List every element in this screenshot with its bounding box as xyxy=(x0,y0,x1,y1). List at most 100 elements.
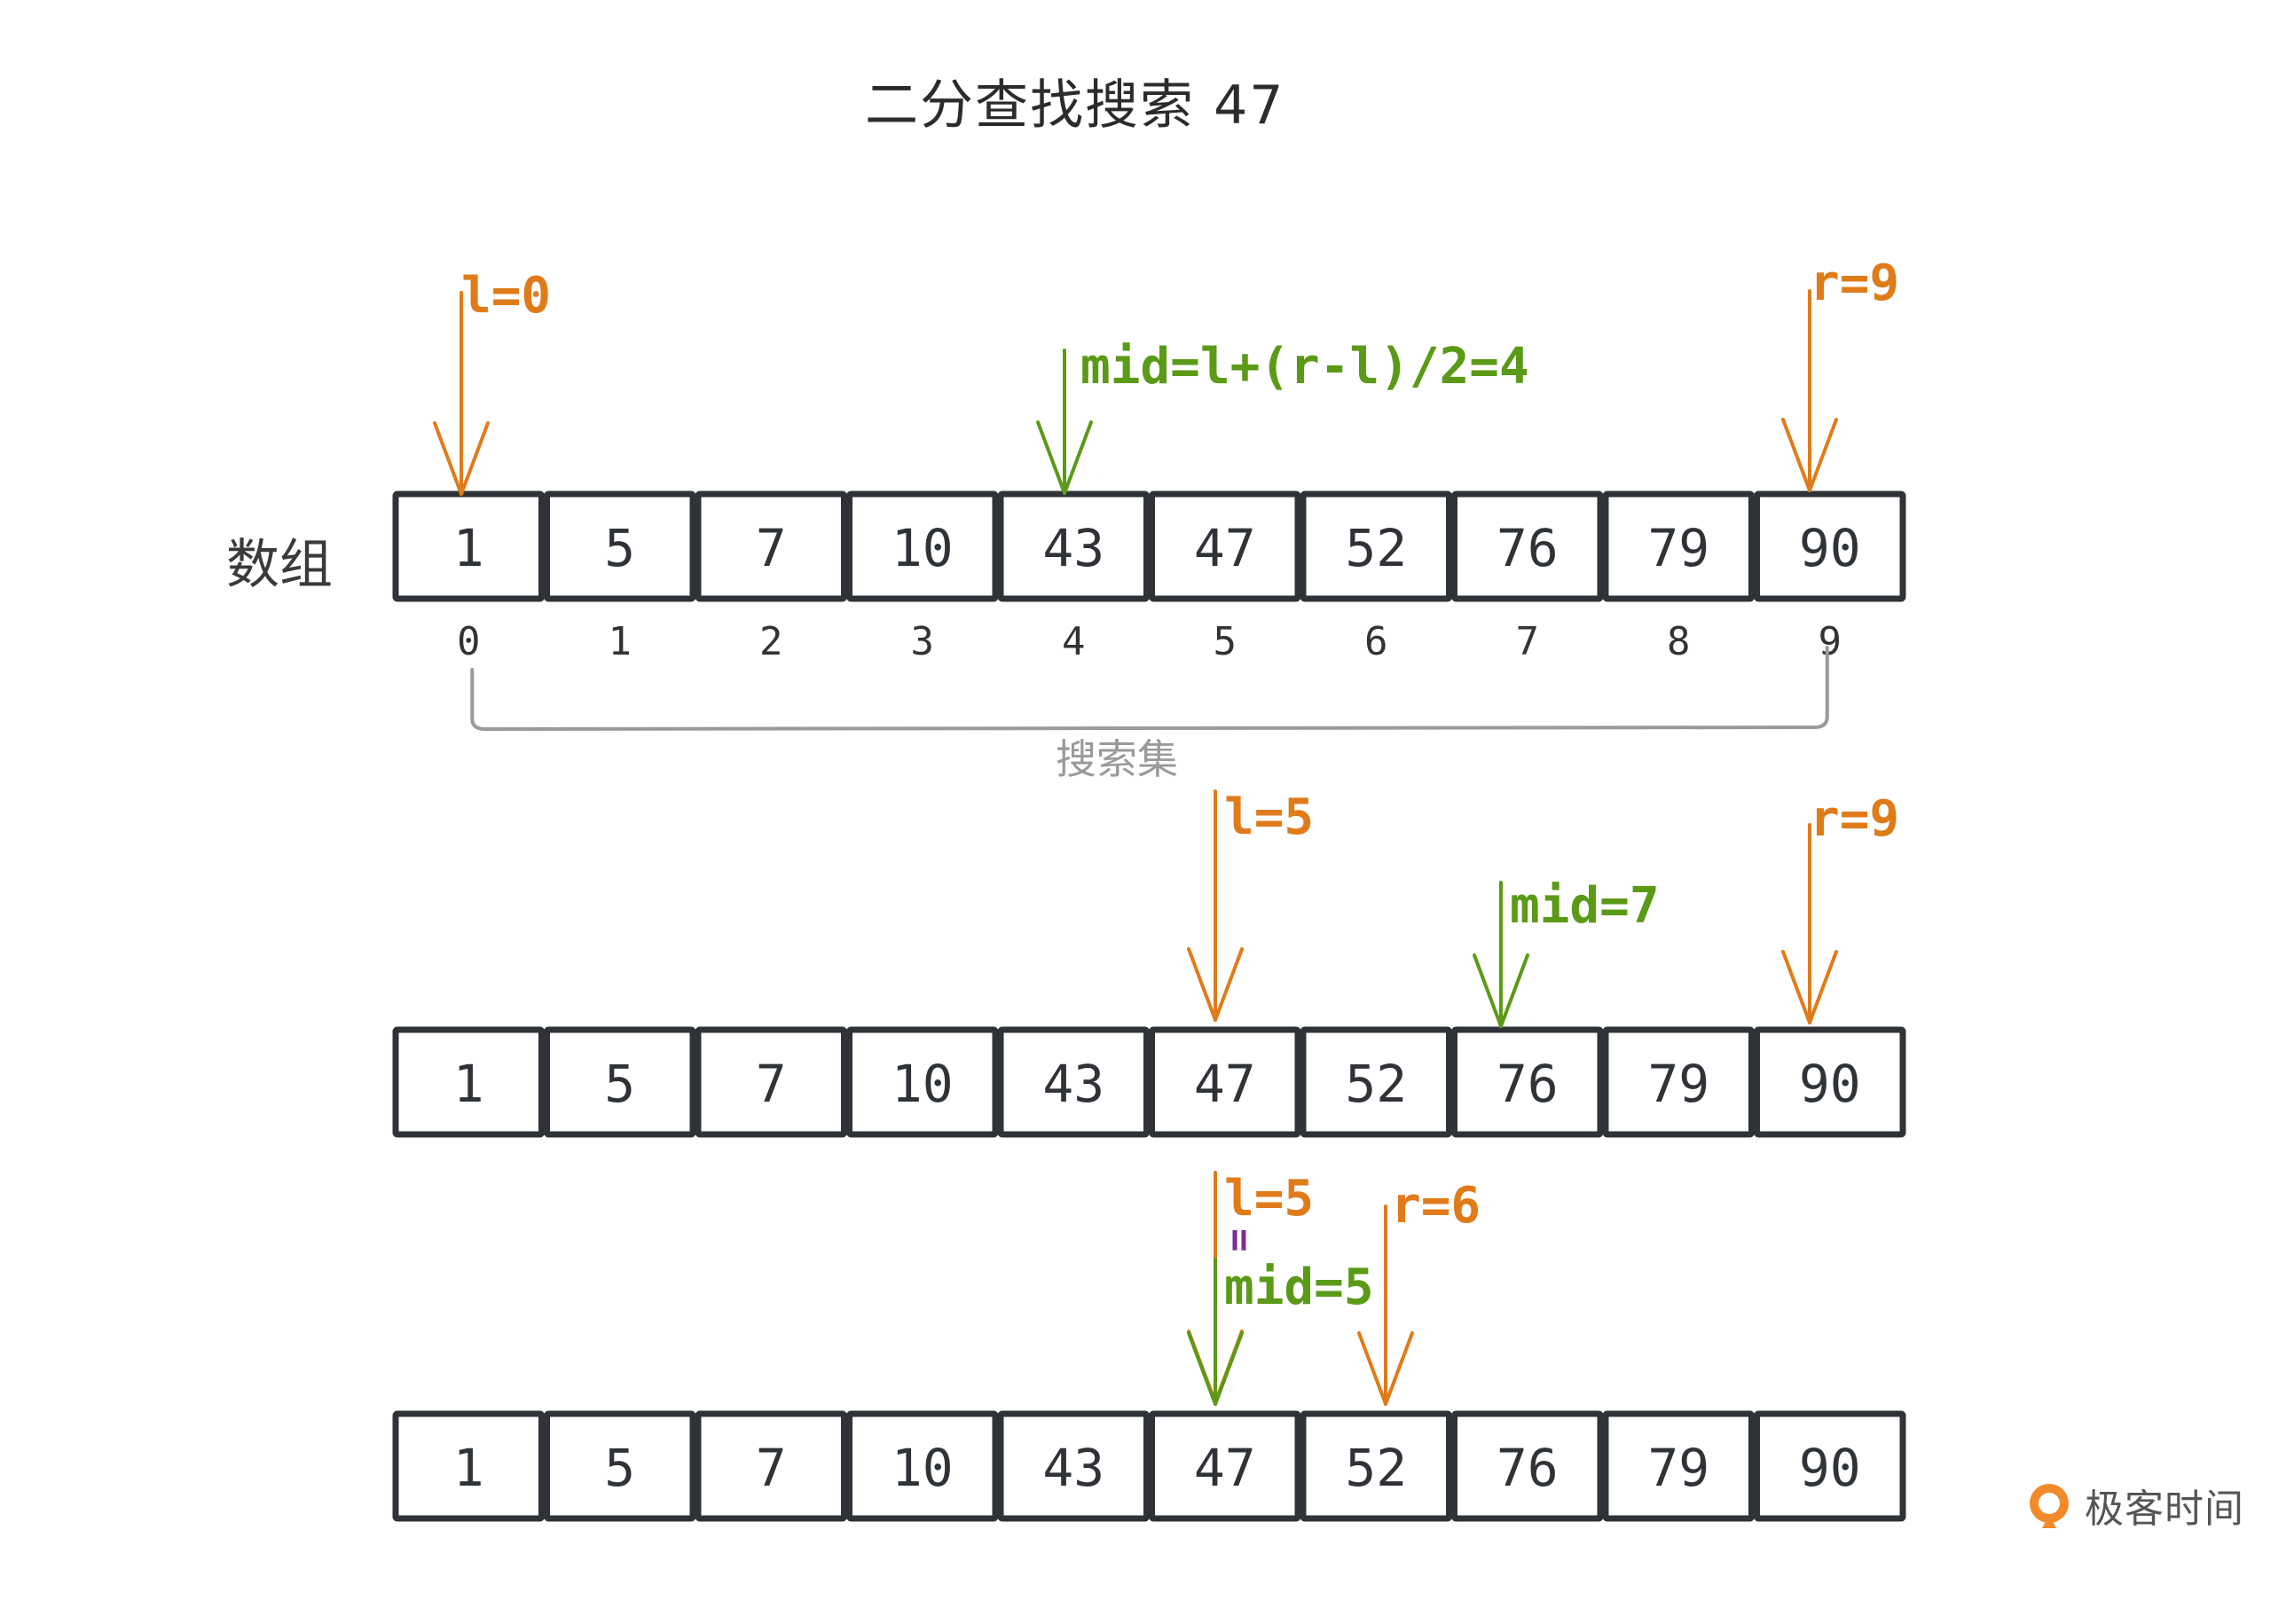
page-title: 二分查找搜索 47 xyxy=(865,75,1285,137)
array-cell xyxy=(1602,490,1755,602)
array-value: 5 xyxy=(604,1054,635,1114)
array-cell xyxy=(1149,1026,1301,1138)
array-value: 79 xyxy=(1647,518,1709,578)
array-value: 1 xyxy=(453,518,484,578)
mid-arrow xyxy=(1036,349,1093,495)
array-cell xyxy=(846,1410,999,1522)
array-cell xyxy=(1149,1410,1301,1522)
step-3-pointers: l=5 mid=5 r=6 = xyxy=(1187,1170,1481,1406)
array-value: 79 xyxy=(1647,1438,1709,1498)
array-value: 90 xyxy=(1799,1438,1861,1498)
array-cell xyxy=(544,490,696,602)
array-value: 7 xyxy=(756,518,787,578)
bound-arrow xyxy=(1357,1204,1414,1406)
array-cell xyxy=(544,1026,696,1138)
bound-label: l=0 xyxy=(461,267,551,325)
array-cell xyxy=(997,1410,1150,1522)
array-value: 1 xyxy=(453,1054,484,1114)
array-cell xyxy=(1451,1026,1604,1138)
array-row-3: 1 5 7 10 43 47 52 76 79 90 xyxy=(392,1410,1906,1522)
array-cell xyxy=(997,490,1150,602)
array-value: 47 xyxy=(1194,1054,1256,1114)
mid-label: mid=7 xyxy=(1510,877,1660,935)
index-label: 2 xyxy=(759,619,783,664)
index-label: 7 xyxy=(1516,619,1540,664)
logo-text: 极客时间 xyxy=(2085,1487,2244,1532)
mid-arrow xyxy=(1473,881,1529,1028)
array-value: 76 xyxy=(1497,1054,1559,1114)
bound-label: r=9 xyxy=(1810,255,1899,312)
array-value: 5 xyxy=(604,1438,635,1498)
index-label: 4 xyxy=(1062,619,1086,664)
search-set-bracket xyxy=(470,646,1829,732)
search-set-label: 搜索集 xyxy=(1056,735,1178,783)
array-value: 79 xyxy=(1647,1054,1709,1114)
array-value: 1 xyxy=(453,1438,484,1498)
array-value: 7 xyxy=(756,1054,787,1114)
array-cell xyxy=(1300,490,1452,602)
array-cell xyxy=(695,490,847,602)
array-value: 43 xyxy=(1042,518,1104,578)
index-label: 1 xyxy=(609,619,632,664)
array-cell xyxy=(695,1026,847,1138)
mid-label: mid=l+(r-l)/2=4 xyxy=(1080,338,1529,396)
array-cell xyxy=(1602,1410,1755,1522)
array-cell xyxy=(392,1410,545,1522)
step-1-pointers: l=0 mid=l+(r-l)/2=4 r=9 xyxy=(433,255,1899,496)
array-value: 76 xyxy=(1497,1438,1559,1498)
array-value: 10 xyxy=(892,1438,954,1498)
index-label: 6 xyxy=(1364,619,1388,664)
array-cell xyxy=(392,1026,545,1138)
array-cell xyxy=(1300,1410,1452,1522)
bound-label: r=9 xyxy=(1810,790,1899,848)
array-row-1: 1 5 7 10 43 47 52 76 79 90 xyxy=(392,490,1906,602)
array-value: 7 xyxy=(756,1438,787,1498)
array-cell xyxy=(1754,1410,1906,1522)
array-cell xyxy=(1300,1026,1452,1138)
array-value: 5 xyxy=(604,518,635,578)
brand-logo: 极客时间 xyxy=(2023,1477,2244,1534)
array-value: 76 xyxy=(1497,518,1559,578)
array-cell xyxy=(544,1410,696,1522)
array-value: 47 xyxy=(1194,518,1256,578)
mid-label: mid=5 xyxy=(1224,1259,1374,1316)
array-value: 52 xyxy=(1345,518,1407,578)
array-value: 90 xyxy=(1799,518,1861,578)
mid-arrow xyxy=(1187,1258,1244,1406)
array-value: 43 xyxy=(1042,1438,1104,1498)
array-cell xyxy=(1754,490,1906,602)
array-row-2: 1 5 7 10 43 47 52 76 79 90 xyxy=(392,1026,1906,1138)
array-label: 数组 xyxy=(226,534,333,596)
array-cell xyxy=(695,1410,847,1522)
array-value: 10 xyxy=(892,518,954,578)
array-value: 52 xyxy=(1345,1438,1407,1498)
array-value: 47 xyxy=(1194,1438,1256,1498)
bound-arrow xyxy=(1781,823,1838,1024)
bound-label: l=5 xyxy=(1224,1170,1314,1228)
array-value: 43 xyxy=(1042,1054,1104,1114)
index-label: 0 xyxy=(457,619,481,664)
array-cell xyxy=(1149,490,1301,602)
array-cell xyxy=(846,1026,999,1138)
geektime-logo-icon xyxy=(2030,1484,2069,1528)
index-label: 9 xyxy=(1819,619,1842,664)
array-cell xyxy=(846,490,999,602)
bound-arrow xyxy=(1781,289,1838,492)
array-cell xyxy=(997,1026,1150,1138)
array-value: 90 xyxy=(1799,1054,1861,1114)
array-cell xyxy=(392,490,545,602)
equals-mark: = xyxy=(1217,1228,1262,1252)
array-value: 10 xyxy=(892,1054,954,1114)
index-label: 5 xyxy=(1214,619,1237,664)
bound-label: r=6 xyxy=(1391,1177,1481,1235)
bound-arrow xyxy=(433,291,490,496)
array-value: 52 xyxy=(1345,1054,1407,1114)
array-cell xyxy=(1451,1410,1604,1522)
index-label: 8 xyxy=(1667,619,1691,664)
array-cell xyxy=(1602,1026,1755,1138)
bound-arrow xyxy=(1187,789,1244,1022)
